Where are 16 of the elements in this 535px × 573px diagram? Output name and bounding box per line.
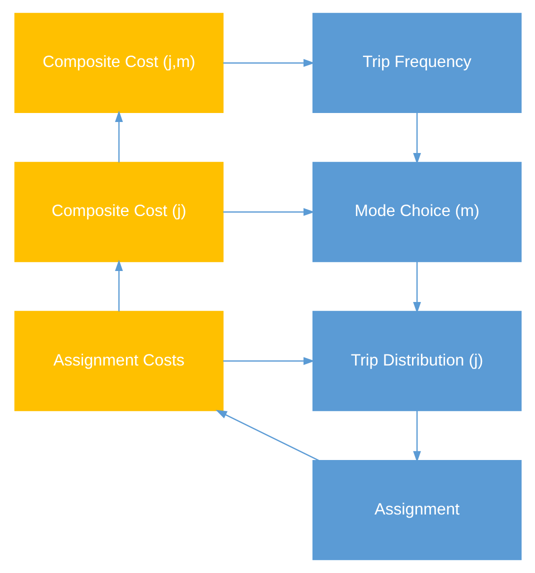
arrow — [222, 59, 314, 67]
arrow — [222, 357, 314, 365]
arrow — [412, 112, 420, 164]
node-box: Trip Distribution (j) — [312, 310, 522, 412]
node-box: Assignment Costs — [14, 310, 224, 412]
arrow — [222, 208, 314, 216]
node-box: Composite Cost (j) — [14, 162, 224, 262]
node-box: Mode Choice (m) — [312, 162, 522, 262]
arrow — [412, 262, 420, 314]
arrow — [114, 260, 122, 312]
node-box: Trip Frequency — [312, 12, 522, 114]
arrow — [114, 110, 122, 162]
arrow — [412, 410, 420, 462]
node-box: Composite Cost (j,m) — [14, 12, 224, 114]
arrow — [215, 410, 318, 462]
node-box: Assignment — [312, 460, 522, 560]
